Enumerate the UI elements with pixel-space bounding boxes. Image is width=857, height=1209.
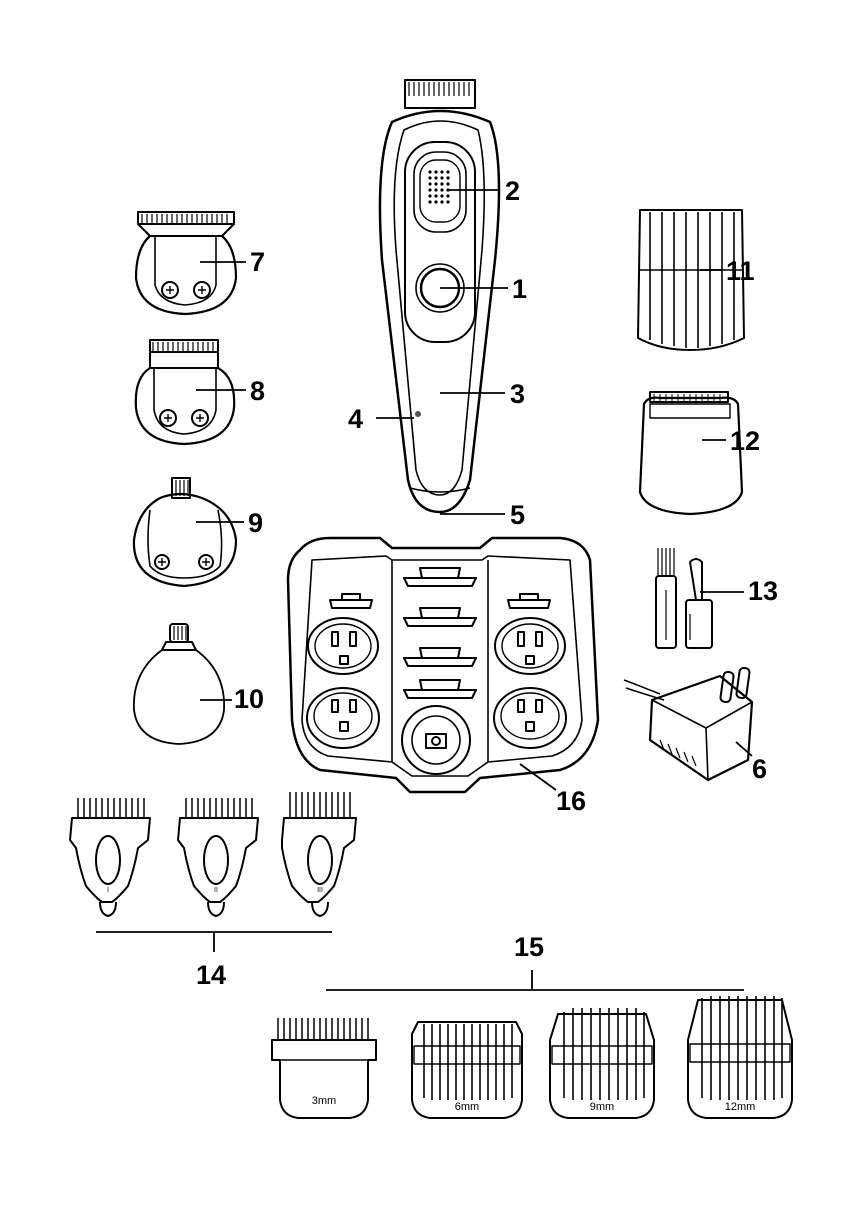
detail-blade-attachment [136, 340, 234, 444]
callout-10: 10 [234, 686, 264, 713]
cleaning-brush [656, 548, 676, 648]
oil-bottle [686, 559, 712, 648]
callout-11: 11 [726, 258, 755, 285]
comb-size-label-9mm: 9mm [590, 1101, 614, 1113]
callout-5: 5 [510, 502, 525, 529]
callout-7: 7 [250, 249, 265, 276]
callout-8: 8 [250, 378, 265, 405]
charging-stand [288, 538, 598, 792]
guide-mark-1: I [107, 887, 109, 894]
t-blade-attachment [136, 212, 236, 314]
callout-13: 13 [748, 578, 778, 605]
callout-1: 1 [512, 276, 527, 303]
foil-shaver-attachment [640, 392, 742, 514]
callout-3: 3 [510, 381, 525, 408]
guide-comb-3 [282, 792, 356, 916]
comb-size-label-3mm: 3mm [312, 1095, 336, 1107]
comb-12mm [688, 996, 792, 1118]
callout-4: 4 [348, 406, 363, 433]
callout-15: 15 [514, 934, 544, 961]
callout-6: 6 [752, 756, 767, 783]
callout-14: 14 [196, 962, 226, 989]
power-adapter [624, 667, 752, 780]
guide-comb-1 [70, 798, 150, 916]
precision-attachment [134, 478, 236, 586]
trimmer-handle [380, 80, 499, 512]
callout-16: 16 [556, 788, 586, 815]
nose-trimmer-attachment [134, 624, 224, 744]
callout-12: 12 [730, 428, 760, 455]
callout-9: 9 [248, 510, 263, 537]
guide-mark-3: III [317, 887, 323, 894]
comb-size-label-6mm: 6mm [455, 1101, 479, 1113]
guide-mark-2: II [214, 887, 218, 894]
callout-2: 2 [505, 178, 520, 205]
guide-comb-2 [178, 798, 258, 916]
led-indicator [415, 411, 421, 417]
comb-size-label-12mm: 12mm [725, 1101, 756, 1113]
